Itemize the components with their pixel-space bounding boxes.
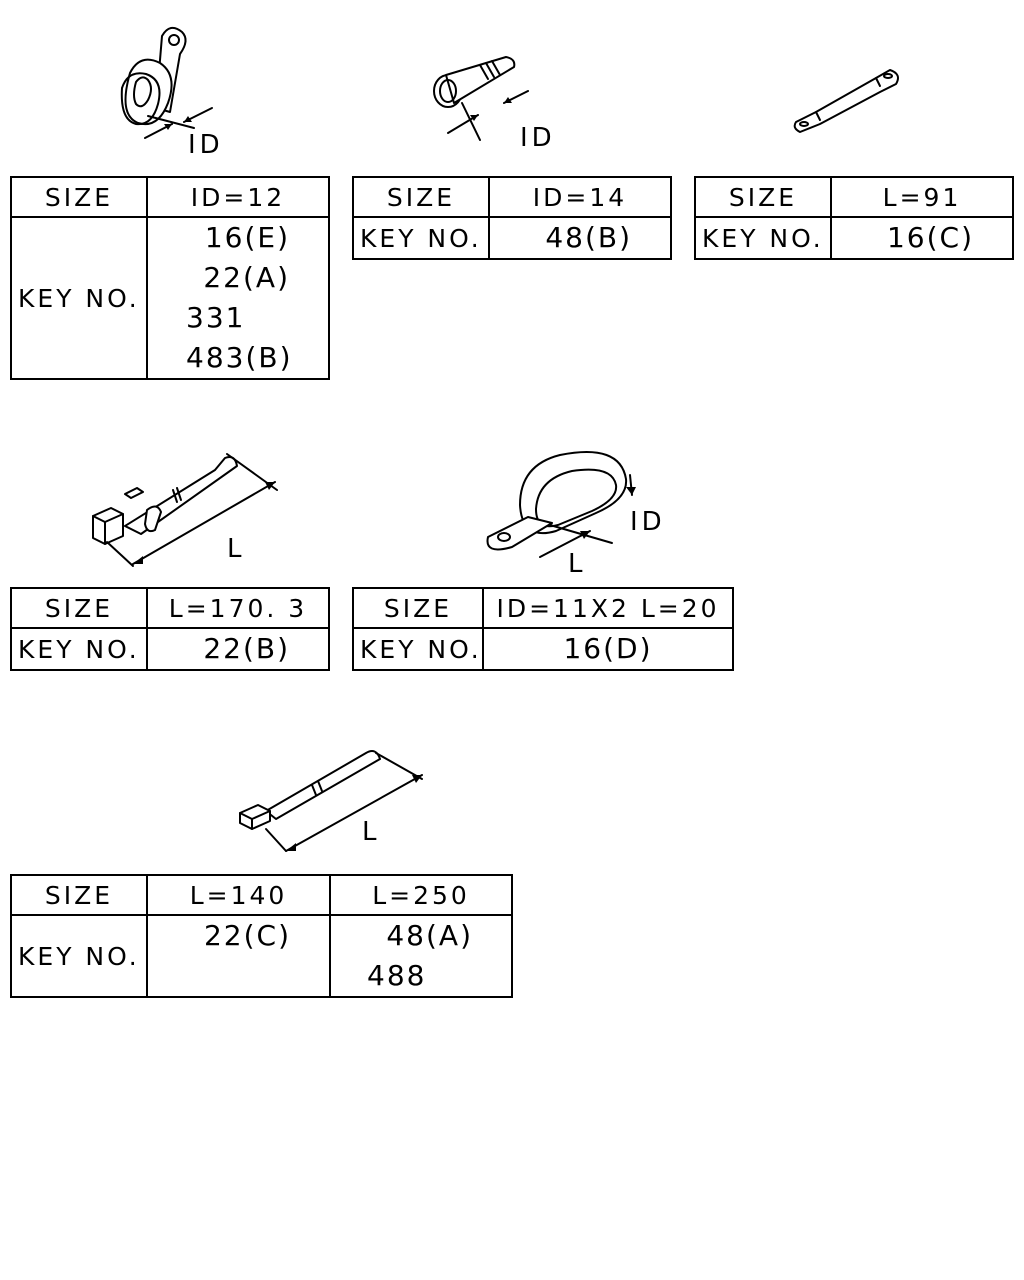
part-1-clamp-drawing: ID — [100, 18, 260, 163]
key-header: KEY NO. — [352, 627, 484, 671]
part-1-spec-table: SIZE ID=12 KEY NO. 16(E) 22(A) 331 483(B… — [10, 176, 330, 380]
key-values: 22(B) — [146, 627, 330, 671]
size-value: L=140 — [146, 874, 331, 916]
key-number: 331 — [186, 301, 246, 334]
key-number: 48(A) — [386, 919, 473, 952]
size-header: SIZE — [10, 176, 148, 218]
size-value: L=170. 3 — [146, 587, 330, 629]
key-number: 48(B) — [545, 221, 632, 254]
size-header: SIZE — [352, 587, 484, 629]
key-number: 483(B) — [186, 341, 293, 374]
key-number: 22(B) — [203, 632, 290, 665]
part-6-long-tie-drawing: L — [236, 745, 436, 860]
size-header: SIZE — [352, 176, 490, 218]
key-values: 16(C) — [830, 216, 1014, 260]
part-2-grommet-drawing: ID — [420, 45, 580, 155]
dimension-label: L — [362, 817, 381, 847]
part-3-strap-drawing — [790, 60, 910, 140]
part-5-loop-clamp-drawing: ID L — [480, 445, 680, 579]
long-tie-icon — [239, 750, 423, 852]
key-header: KEY NO. — [10, 627, 148, 671]
key-header: KEY NO. — [10, 216, 148, 380]
key-values: 22(C) — [146, 914, 331, 998]
size-header: SIZE — [694, 176, 832, 218]
part-3-spec-table: SIZE L=91 KEY NO. 16(C) — [694, 176, 1014, 260]
dimension-label: ID — [188, 130, 224, 160]
clamp-icon — [120, 26, 213, 139]
part-2-spec-table: SIZE ID=14 KEY NO. 48(B) — [352, 176, 672, 260]
key-number: 16(E) — [204, 221, 290, 254]
size-value: ID=11X2 L=20 — [482, 587, 734, 629]
key-number: 16(D) — [563, 632, 653, 665]
size-value: L=250 — [329, 874, 513, 916]
loop-clamp-icon — [486, 451, 636, 558]
part-5-spec-table: SIZE ID=11X2 L=20 KEY NO. 16(D) — [352, 587, 734, 671]
size-value: ID=14 — [488, 176, 672, 218]
size-header: SIZE — [10, 587, 148, 629]
dimension-label: L — [227, 534, 246, 564]
key-number: 488 — [367, 959, 427, 992]
strap-icon — [793, 69, 899, 133]
size-value: L=91 — [830, 176, 1014, 218]
size-value: ID=12 — [146, 176, 330, 218]
part-4-spec-table: SIZE L=170. 3 KEY NO. 22(B) — [10, 587, 330, 671]
dimension-label: ID — [630, 507, 666, 537]
grommet-icon — [433, 56, 529, 141]
key-header: KEY NO. — [694, 216, 832, 260]
key-values: 16(D) — [482, 627, 734, 671]
key-header: KEY NO. — [352, 216, 490, 260]
key-values: 48(A) 488 — [329, 914, 513, 998]
part-4-cable-tie-drawing: L — [85, 450, 295, 575]
part-6-spec-table: SIZE L=140 L=250 KEY NO. 22(C) 48(A) 488 — [10, 874, 513, 998]
key-values: 48(B) — [488, 216, 672, 260]
key-values: 16(E) 22(A) 331 483(B) — [146, 216, 330, 380]
key-header: KEY NO. — [10, 914, 148, 998]
key-number: 22(C) — [203, 919, 291, 952]
cable-tie-icon — [92, 453, 278, 567]
dimension-label-length: L — [568, 549, 587, 579]
dimension-label: ID — [520, 123, 556, 153]
key-number: 22(A) — [203, 261, 290, 294]
key-number: 16(C) — [886, 221, 974, 254]
size-header: SIZE — [10, 874, 148, 916]
